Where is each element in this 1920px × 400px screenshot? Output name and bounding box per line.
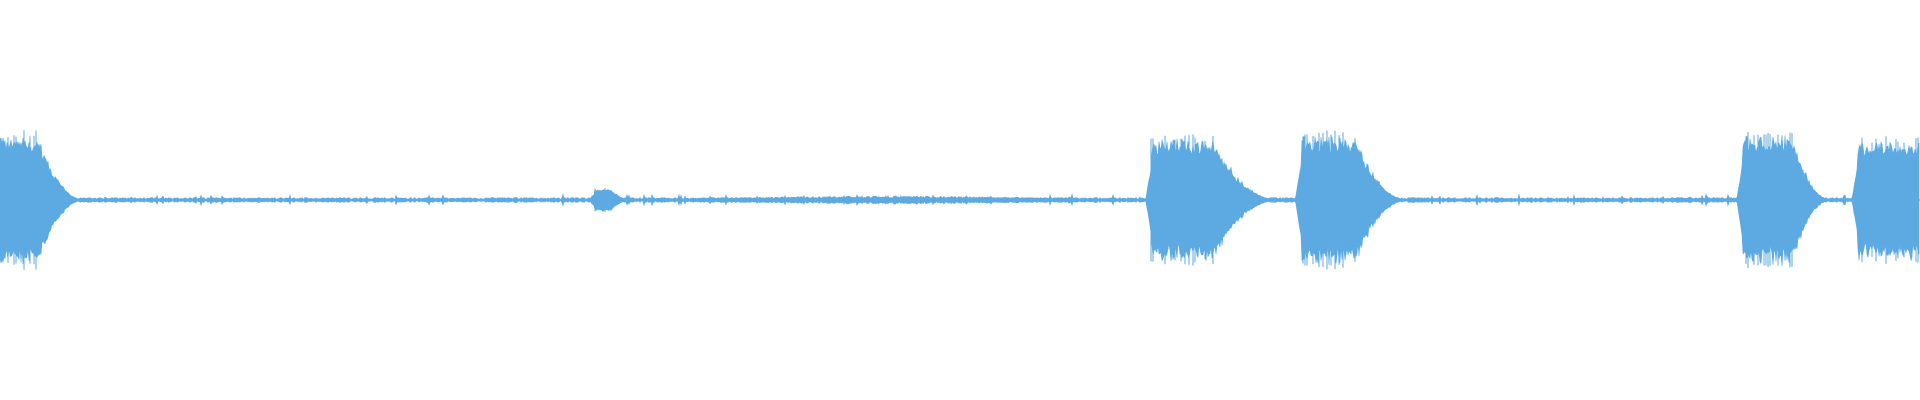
- waveform-shape: [0, 135, 1920, 266]
- waveform-channel: [0, 130, 1920, 270]
